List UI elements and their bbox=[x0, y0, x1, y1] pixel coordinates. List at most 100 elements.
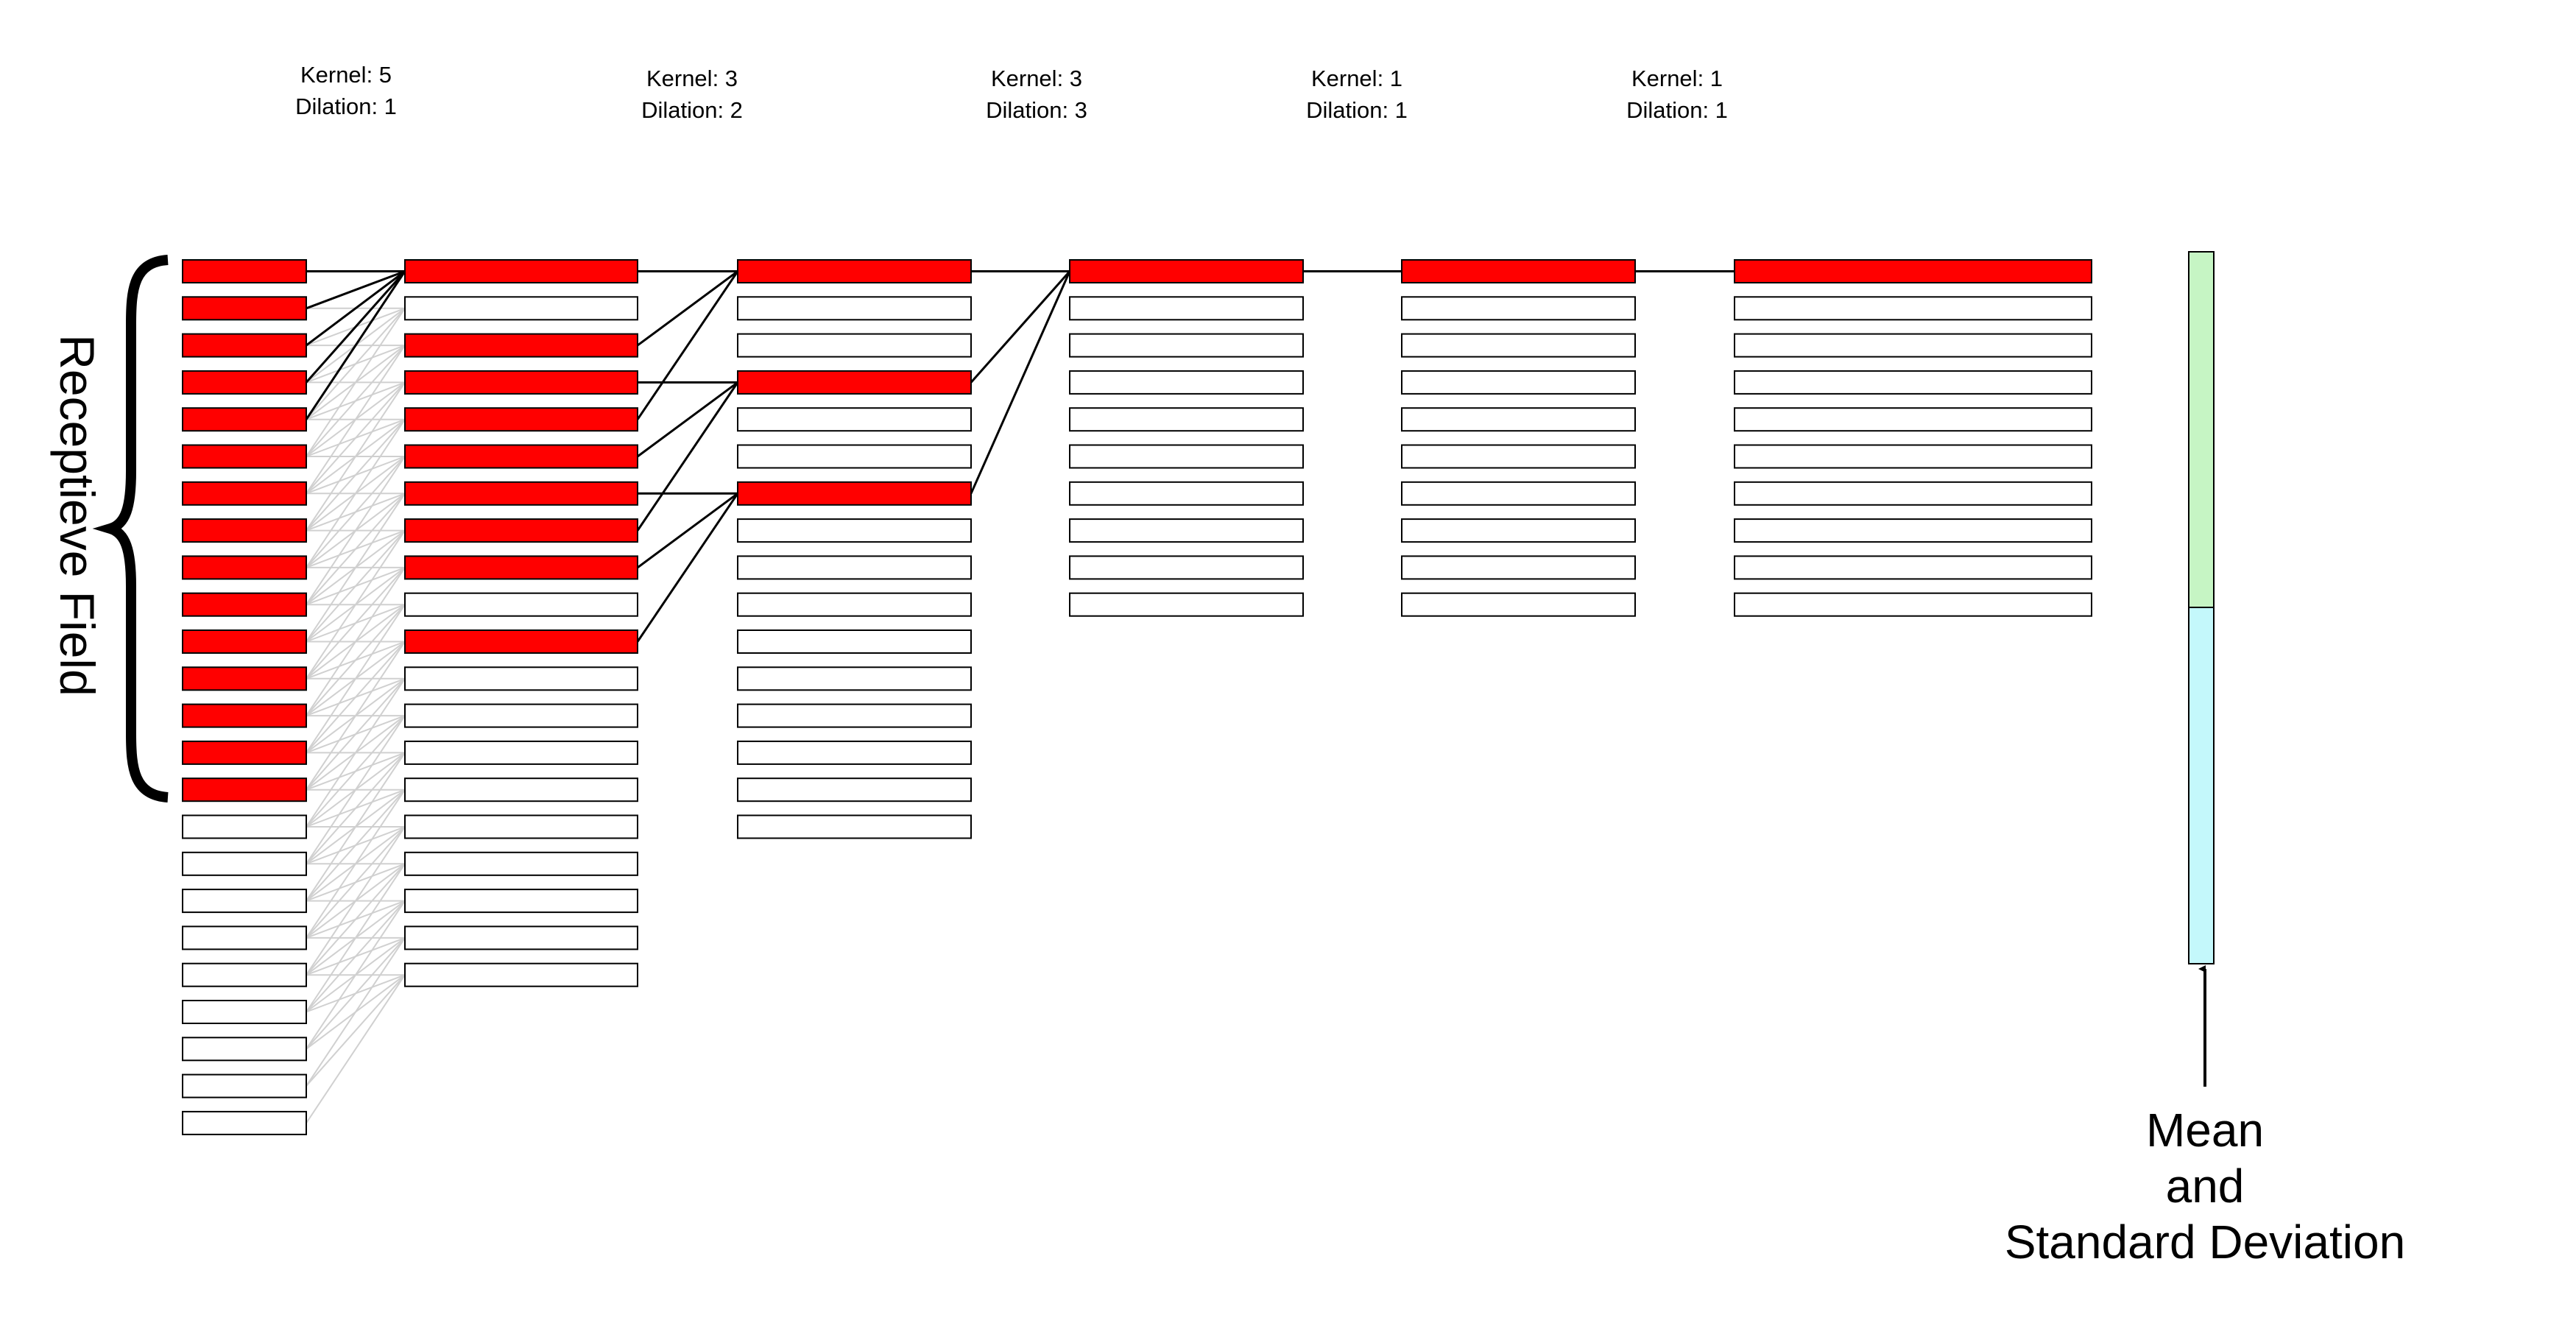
std-segment bbox=[2188, 607, 2215, 964]
connection-line-active bbox=[306, 270, 406, 347]
neuron-active bbox=[182, 407, 307, 432]
layer3-dilation-label: Dilation: 3 bbox=[986, 97, 1087, 123]
neuron-inactive bbox=[737, 333, 972, 358]
neuron-active bbox=[182, 444, 307, 469]
neuron-inactive bbox=[1069, 444, 1304, 469]
neuron-inactive bbox=[737, 518, 972, 543]
neuron-active bbox=[182, 555, 307, 580]
connection-line-active bbox=[306, 270, 406, 310]
neuron-active bbox=[404, 481, 638, 506]
connection-line-faint bbox=[306, 974, 406, 1050]
connection-line-faint bbox=[306, 900, 406, 939]
connection-line-faint bbox=[306, 529, 406, 568]
neuron-active bbox=[182, 777, 307, 802]
connection-line-faint bbox=[306, 381, 406, 420]
neuron-column-1 bbox=[182, 259, 307, 1135]
neuron-active bbox=[1734, 259, 2092, 283]
neuron-active bbox=[404, 333, 638, 358]
connection-line-faint bbox=[306, 715, 406, 754]
neuron-inactive bbox=[1401, 518, 1636, 543]
neuron-inactive bbox=[1401, 444, 1636, 469]
neuron-inactive bbox=[1401, 296, 1636, 321]
neuron-inactive bbox=[737, 703, 972, 728]
neuron-columns bbox=[182, 259, 2092, 1135]
neuron-inactive bbox=[737, 629, 972, 654]
neuron-inactive bbox=[1069, 481, 1304, 506]
neuron-inactive bbox=[737, 740, 972, 765]
neuron-active bbox=[737, 259, 972, 283]
layer1-kernel-label: Kernel: 5 bbox=[300, 62, 392, 88]
layer4-dilation-label: Dilation: 1 bbox=[1306, 97, 1408, 123]
neuron-active bbox=[182, 518, 307, 543]
neuron-inactive bbox=[1069, 296, 1304, 321]
neuron-inactive bbox=[182, 925, 307, 950]
neuron-active bbox=[182, 592, 307, 617]
layer2-kernel-label: Kernel: 3 bbox=[646, 66, 738, 91]
connection-line-faint bbox=[306, 493, 406, 532]
neuron-inactive bbox=[737, 666, 972, 691]
neuron-active bbox=[404, 555, 638, 580]
neuron-active bbox=[182, 370, 307, 395]
neuron-active bbox=[404, 444, 638, 469]
neuron-inactive bbox=[737, 444, 972, 469]
neuron-inactive bbox=[182, 851, 307, 876]
neuron-inactive bbox=[737, 592, 972, 617]
connection-line-active bbox=[970, 270, 1071, 384]
neuron-active bbox=[182, 629, 307, 654]
connection-line-active bbox=[305, 270, 406, 384]
neuron-inactive bbox=[404, 851, 638, 876]
neuron-inactive bbox=[404, 740, 638, 765]
connection-line-active bbox=[636, 493, 739, 643]
receptive-field-label: Receptieve Field bbox=[50, 334, 105, 696]
layer-labels: Kernel: 5 Dilation: 1 Kernel: 3 Dilation… bbox=[295, 62, 1728, 123]
neuron-inactive bbox=[182, 962, 307, 987]
layer5-dilation-label: Dilation: 1 bbox=[1626, 97, 1728, 123]
layer4-kernel-label: Kernel: 1 bbox=[1311, 66, 1402, 91]
neuron-active bbox=[1401, 259, 1636, 283]
neuron-active bbox=[404, 518, 638, 543]
neuron-inactive bbox=[1401, 555, 1636, 580]
neuron-inactive bbox=[182, 1073, 307, 1098]
connection-line-faint bbox=[306, 566, 406, 606]
neuron-inactive bbox=[404, 925, 638, 950]
connection-line-faint bbox=[306, 974, 406, 1123]
neuron-inactive bbox=[1401, 407, 1636, 432]
connection-line-active bbox=[305, 270, 406, 420]
connection-line-faint bbox=[306, 456, 406, 495]
neuron-inactive bbox=[1069, 518, 1304, 543]
neuron-active bbox=[404, 629, 638, 654]
neuron-active bbox=[182, 666, 307, 691]
output-label-line3: Standard Deviation bbox=[2005, 1216, 2405, 1269]
neuron-inactive bbox=[1401, 481, 1636, 506]
connection-line-active bbox=[970, 270, 1071, 494]
neuron-inactive bbox=[1069, 407, 1304, 432]
layer5-kernel-label: Kernel: 1 bbox=[1631, 66, 1723, 91]
mean-segment bbox=[2188, 251, 2215, 608]
connection-line-active bbox=[636, 381, 739, 532]
connection-line-faint bbox=[306, 418, 406, 457]
neuron-inactive bbox=[404, 703, 638, 728]
neuron-inactive bbox=[404, 962, 638, 987]
neuron-inactive bbox=[1734, 518, 2092, 543]
neuron-active bbox=[404, 259, 638, 283]
neuron-inactive bbox=[737, 814, 972, 839]
connection-line-active bbox=[636, 270, 739, 420]
neuron-inactive bbox=[1069, 333, 1304, 358]
neuron-inactive bbox=[1069, 592, 1304, 617]
neuron-column-3 bbox=[737, 259, 972, 839]
neuron-inactive bbox=[1069, 555, 1304, 580]
neuron-inactive bbox=[1734, 481, 2092, 506]
active-connections bbox=[305, 270, 1735, 643]
neuron-inactive bbox=[404, 666, 638, 691]
neuron-active bbox=[182, 259, 307, 283]
neuron-column-5 bbox=[1401, 259, 1636, 617]
connection-line-faint bbox=[306, 974, 406, 1087]
connection-line-faint bbox=[306, 752, 406, 791]
connection-line-faint bbox=[306, 641, 406, 680]
layer1-dilation-label: Dilation: 1 bbox=[295, 94, 397, 119]
connection-line-faint bbox=[306, 677, 406, 717]
output-label-line2: and bbox=[2166, 1160, 2245, 1213]
neuron-column-6 bbox=[1734, 259, 2092, 617]
neuron-inactive bbox=[737, 407, 972, 432]
neuron-inactive bbox=[182, 814, 307, 839]
